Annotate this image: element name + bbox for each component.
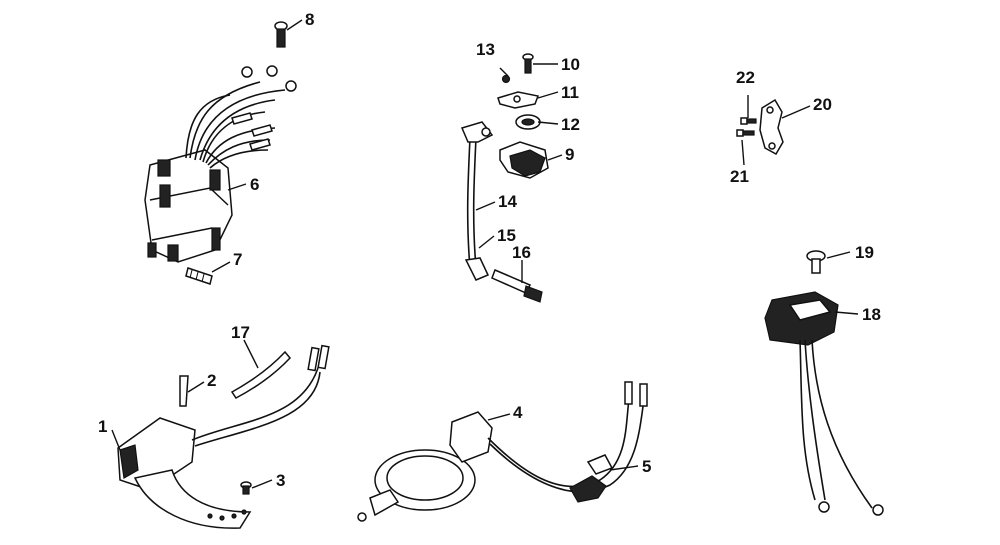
label-8: 8 [305,10,314,29]
switch-box-bolt [185,267,213,285]
ignition-coil-assembly [460,53,549,303]
stator-assembly-1 [117,344,330,529]
label-15: 15 [497,226,516,245]
label-6: 6 [250,175,259,194]
label-5: 5 [642,457,651,476]
label-7: 7 [233,250,242,269]
label-19: 19 [855,243,874,262]
label-21: 21 [730,167,749,186]
label-9: 9 [565,145,574,164]
label-20: 20 [813,95,832,114]
switch-box-assembly [144,65,297,263]
label-4: 4 [513,403,523,422]
label-13: 13 [476,40,495,59]
label-17: 17 [231,323,250,342]
label-22: 22 [736,68,755,87]
trigger-assembly-4 [357,381,648,522]
leader-lines [111,19,859,489]
label-3: 3 [276,471,285,490]
label-1: 1 [98,417,107,436]
label-2: 2 [207,371,216,390]
switch-18 [764,250,884,516]
label-16: 16 [512,243,531,262]
label-11: 11 [561,83,579,102]
bracket-20 [736,98,784,156]
part-labels: 8 6 7 13 10 11 12 9 14 15 16 22 20 21 19… [98,10,881,490]
label-12: 12 [561,115,580,134]
label-10: 10 [561,55,580,74]
label-18: 18 [862,305,881,324]
screw-8 [274,21,288,48]
label-14: 14 [498,192,517,211]
